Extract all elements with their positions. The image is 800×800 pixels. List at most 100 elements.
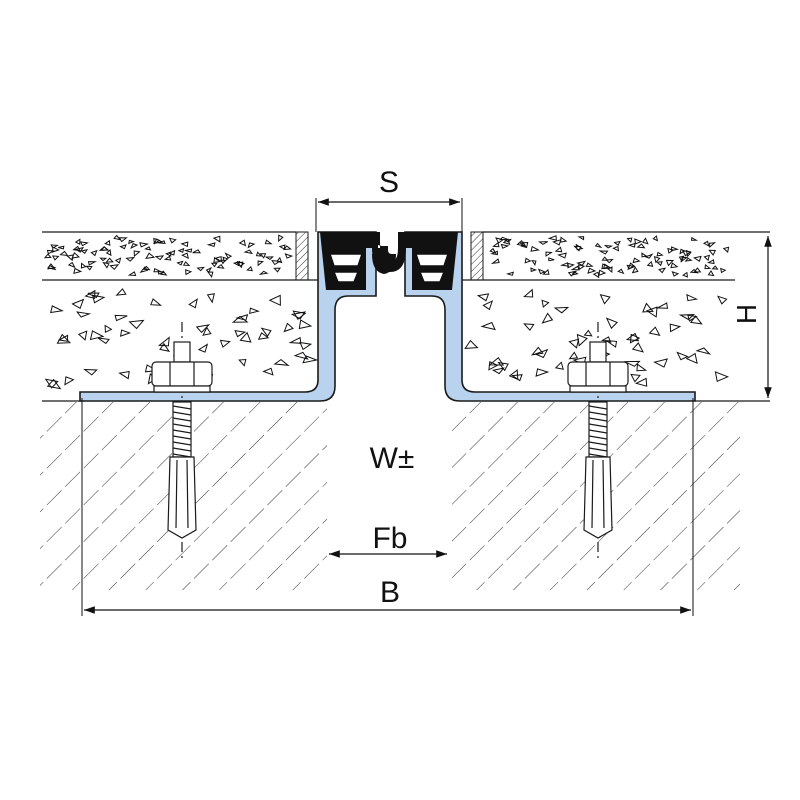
aggregate-mark <box>219 339 231 348</box>
aggregate-mark <box>530 267 538 273</box>
aggregate-mark <box>612 245 620 252</box>
aggregate-mark <box>567 270 578 277</box>
aggregate-mark <box>631 266 639 274</box>
aggregate-mark <box>257 332 270 340</box>
aggregate-mark <box>98 246 110 251</box>
aggregate-mark <box>464 339 479 349</box>
aggregate-mark <box>587 267 597 274</box>
bolt-nut <box>567 361 629 387</box>
aggregate-mark <box>128 319 145 330</box>
aggregate-mark <box>50 244 60 249</box>
bolt-thread-top <box>589 341 607 363</box>
aggregate-mark <box>109 264 120 271</box>
aggregate-mark <box>706 259 715 265</box>
bolt-thread <box>588 429 608 434</box>
aggregate-mark <box>249 307 260 314</box>
aggregate-mark <box>671 271 680 277</box>
aggregate-mark <box>234 329 247 338</box>
aggregate-mark <box>216 263 225 269</box>
aggregate-mark <box>246 266 253 272</box>
aggregate-mark <box>665 259 675 267</box>
aggregate-mark <box>145 252 156 260</box>
aggregate-mark <box>183 248 193 253</box>
expansion-sleeve <box>583 456 613 539</box>
aggregate-mark <box>669 323 682 333</box>
aggregate-mark <box>127 271 137 277</box>
mortar-bed <box>42 231 770 402</box>
dimension-w-label: W± <box>370 442 415 475</box>
aggregate-mark <box>284 253 294 259</box>
aggregate-mark <box>118 370 130 380</box>
aggregate-mark <box>658 267 667 274</box>
aggregate-mark <box>154 255 165 261</box>
aggregate-mark <box>293 351 309 360</box>
aggregate-mark <box>695 347 712 355</box>
aggregate-mark <box>181 252 189 260</box>
aggregate-mark <box>260 327 272 338</box>
aggregate-mark <box>653 255 661 264</box>
floor-covering-right <box>489 235 730 279</box>
aggregate-mark <box>488 361 499 371</box>
aggregate-mark <box>682 271 688 278</box>
dimension-h-label: H <box>731 304 762 324</box>
aggregate-mark <box>520 241 528 249</box>
aggregate-mark <box>680 256 689 263</box>
aggregate-mark <box>714 371 730 383</box>
aggregate-mark <box>690 236 699 241</box>
bolt-thread-top <box>173 341 191 363</box>
aggregate-mark <box>71 298 85 310</box>
dimension-fb: Fb <box>329 522 447 558</box>
aggregate-mark <box>278 234 284 243</box>
aggregate-mark <box>157 336 170 347</box>
aggregate-mark <box>535 368 550 377</box>
aggregate-mark <box>598 269 607 276</box>
aggregate-mark <box>255 251 263 257</box>
aggregate-mark <box>605 317 618 330</box>
bolt-thread <box>588 423 608 428</box>
aggregate-mark <box>702 240 710 247</box>
aggregate-mark <box>119 244 127 250</box>
aggregate-mark <box>188 298 198 309</box>
aggregate-mark <box>67 261 76 269</box>
bolt-thread <box>172 441 192 446</box>
aggregate-mark <box>720 267 727 274</box>
aggregate-mark <box>560 236 568 243</box>
aggregate-mark <box>545 251 553 257</box>
aggregate-mark <box>153 237 161 245</box>
anchor-bolt-left <box>151 322 213 560</box>
aggregate-mark <box>84 289 96 300</box>
aggregate-mark <box>598 250 609 255</box>
edge-strip-right <box>470 231 484 281</box>
aggregate-mark <box>576 260 587 266</box>
aggregate-mark <box>641 252 648 258</box>
aggregate-mark <box>66 254 74 262</box>
aggregate-mark <box>212 235 221 243</box>
aggregate-mark <box>629 333 641 344</box>
aggregate-mark <box>708 249 717 256</box>
aggregate-mark <box>523 288 534 298</box>
aggregate-mark <box>59 250 69 257</box>
aggregate-mark <box>679 248 686 255</box>
aggregate-mark <box>503 238 512 243</box>
aggregate-mark <box>159 342 171 353</box>
aggregate-mark <box>667 247 675 254</box>
aggregate-mark <box>601 263 610 270</box>
aggregate-mark <box>105 249 112 257</box>
aggregate-mark <box>99 257 108 262</box>
aggregate-mark <box>573 245 582 252</box>
aggregate-mark <box>505 271 515 276</box>
aggregate-mark <box>686 293 699 302</box>
aggregate-mark <box>195 324 211 334</box>
aggregate-mark <box>43 253 52 259</box>
aggregate-mark <box>243 249 254 255</box>
aggregate-mark <box>247 242 256 249</box>
aggregate-mark <box>626 237 633 243</box>
aggregate-mark <box>670 262 679 269</box>
aggregate-mark <box>79 241 89 247</box>
aggregate-mark <box>704 263 712 270</box>
aggregate-mark <box>46 378 62 390</box>
aggregate-mark <box>91 294 106 304</box>
aggregate-mark <box>554 246 563 253</box>
bolt-washer <box>153 385 211 393</box>
bolt-nut <box>151 361 213 387</box>
